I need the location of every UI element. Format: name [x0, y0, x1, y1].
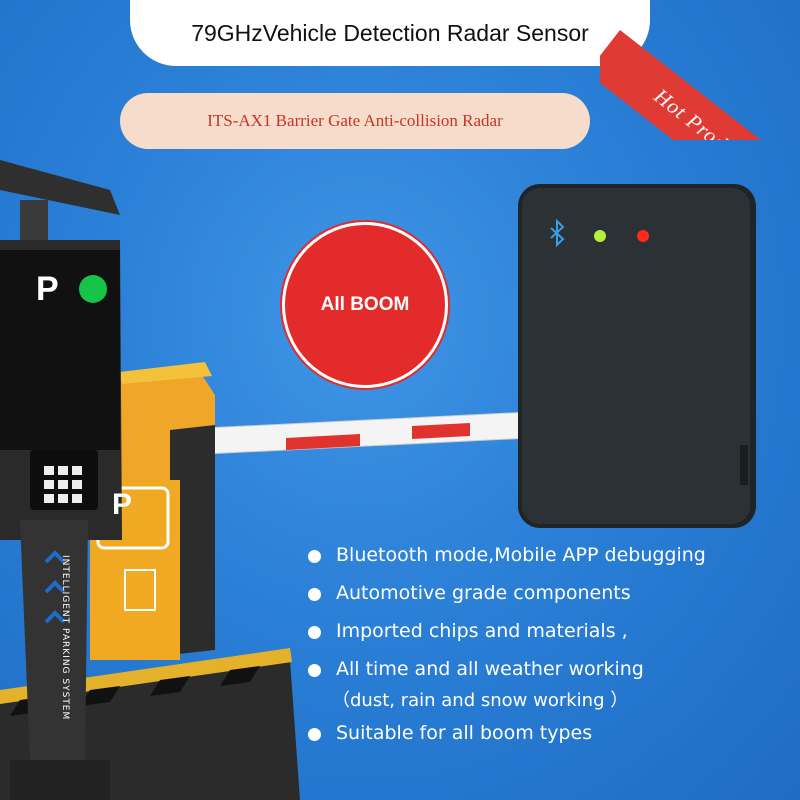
- feature-note: （dust, rain and snow working ）: [332, 690, 629, 711]
- cabinet-side-text: INTELLIGENT PARKING SYSTEM: [60, 555, 70, 721]
- feature-list: Bluetooth mode,Mobile APP debugging Auto…: [308, 544, 778, 760]
- list-item: Bluetooth mode,Mobile APP debugging: [308, 544, 778, 582]
- feature-text: Automotive grade components: [336, 582, 631, 604]
- feature-text: Suitable for all boom types: [336, 722, 593, 744]
- boom-arm: [204, 411, 531, 455]
- list-item: Imported chips and materials ,: [308, 620, 778, 658]
- bullet-icon: [308, 664, 321, 677]
- radar-device: [518, 184, 756, 528]
- bullet-icon: [308, 550, 321, 563]
- list-item: Automotive grade components: [308, 582, 778, 620]
- camera: [0, 160, 120, 240]
- list-item: Suitable for all boom types: [308, 722, 778, 760]
- barrier-cabinet: [90, 362, 215, 660]
- hot-products-ribbon: Hot Products: [600, 30, 800, 140]
- bullet-icon: [308, 728, 321, 741]
- all-boom-label: All BOOM: [320, 294, 410, 315]
- cabinet-parking-letter: P: [112, 488, 133, 521]
- all-boom-badge: All BOOM: [282, 222, 448, 388]
- feature-text: Bluetooth mode,Mobile APP debugging: [336, 544, 706, 566]
- parking-sign-letter: P: [36, 270, 59, 308]
- feature-text: All time and all weather working: [336, 658, 644, 680]
- bullet-icon: [308, 626, 321, 639]
- bluetooth-icon: [550, 218, 565, 248]
- product-subtitle: ITS-AX1 Barrier Gate Anti-collision Rada…: [120, 93, 590, 149]
- feature-text: Imported chips and materials ,: [336, 620, 628, 642]
- list-item: All time and all weather working: [308, 658, 778, 696]
- bullet-icon: [308, 588, 321, 601]
- hot-products-ribbon-wrap: Hot Products: [600, 0, 800, 140]
- page-title: 79GHzVehicle Detection Radar Sensor: [130, 0, 650, 66]
- parking-pillar: [0, 240, 122, 800]
